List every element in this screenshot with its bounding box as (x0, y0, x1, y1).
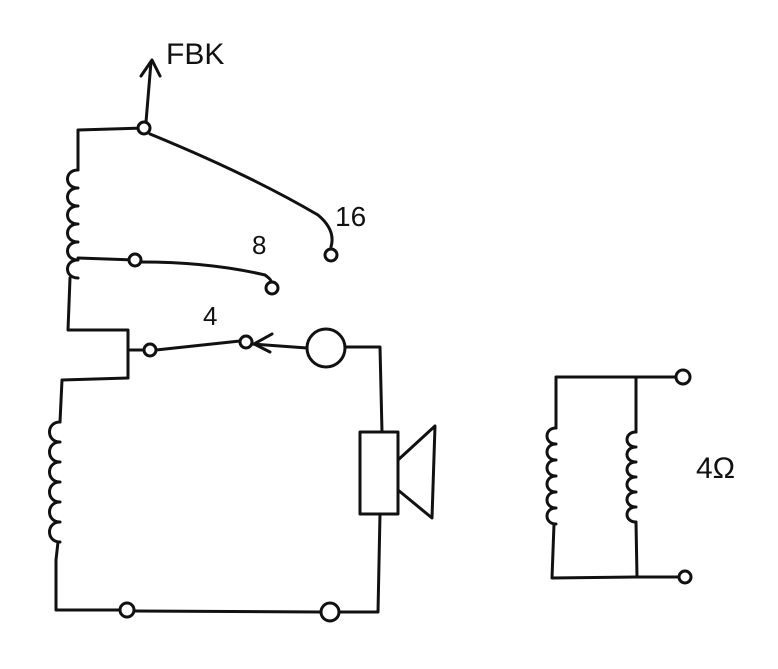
terminal-right-bottom (677, 569, 693, 585)
speaker-icon (358, 424, 437, 520)
terminal-8-start (127, 252, 143, 268)
wire-to-16 (148, 132, 334, 249)
feedback-arrow (139, 58, 162, 124)
terminal-16 (323, 247, 339, 263)
label-tap-16: 16 (335, 201, 366, 232)
label-feedback: FBK (166, 38, 224, 71)
upper-tapped-coil (66, 126, 148, 380)
ring-connector (305, 327, 347, 369)
label-tap-4: 4 (203, 301, 217, 331)
wire-bottom (132, 609, 323, 614)
terminal-fbk (136, 120, 152, 136)
wire-bottom-left (54, 558, 122, 612)
wire-to-4 (154, 339, 242, 352)
lower-coil (48, 376, 130, 562)
terminal-speaker-return (319, 601, 341, 623)
terminal-8 (264, 280, 280, 296)
wire-to-8 (139, 260, 273, 284)
terminal-4 (238, 334, 254, 350)
terminal-right-top (674, 368, 692, 386)
label-impedance: 4Ω (696, 452, 735, 485)
parallel-coils (545, 375, 681, 580)
flying-lead (250, 332, 309, 354)
label-tap-8: 8 (252, 230, 266, 260)
terminal-bottom (118, 601, 136, 619)
terminal-common (142, 342, 158, 358)
wire-speaker-return (334, 512, 382, 614)
wire-to-speaker (343, 345, 384, 434)
